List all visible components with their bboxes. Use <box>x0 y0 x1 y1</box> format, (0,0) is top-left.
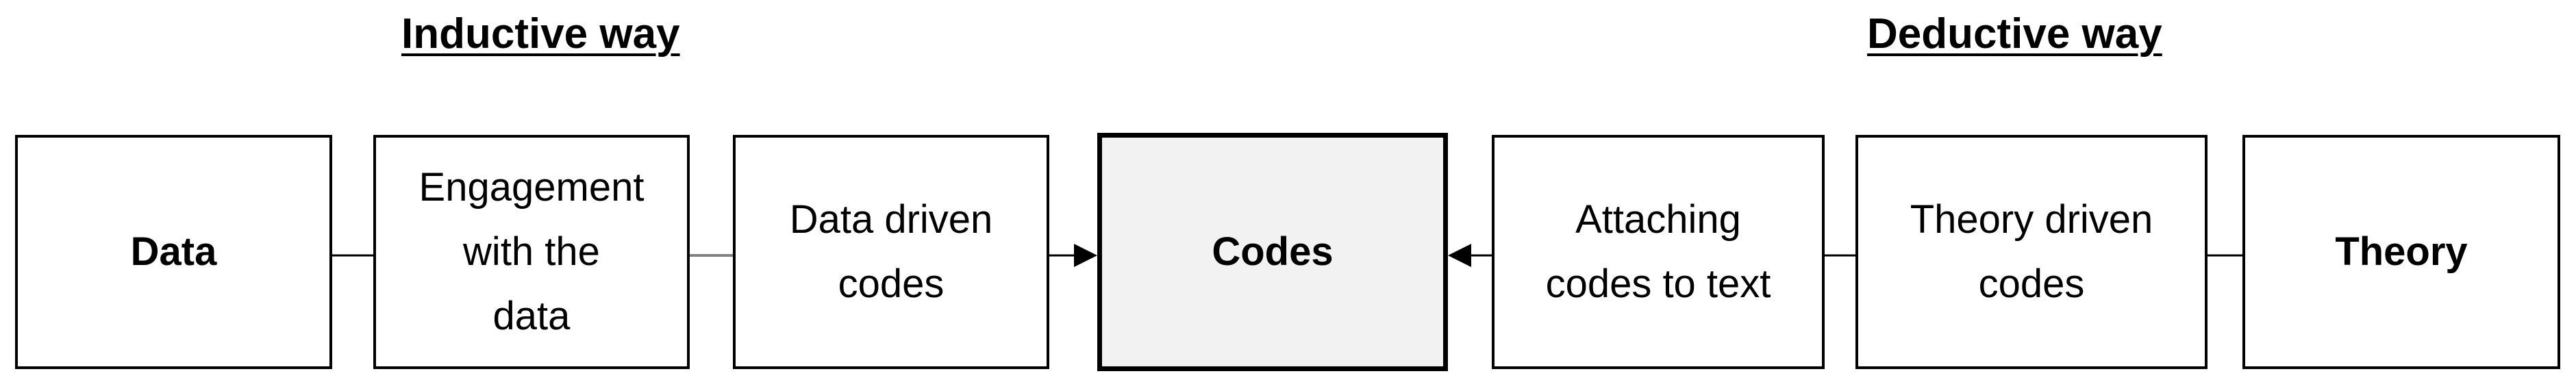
box-data-driven-codes: Data driven codes <box>733 135 1049 369</box>
box-engagement: Engagement with the data <box>373 135 690 369</box>
box-engagement-label: Engagement with the data <box>418 165 645 338</box>
box-theory-driven-codes: Theory driven codes <box>1855 135 2208 369</box>
deductive-way-heading: Deductive way <box>1867 10 2162 58</box>
box-attaching-codes: Attaching codes to text <box>1492 135 1825 369</box>
box-data-driven-codes-label: Data driven codes <box>789 197 993 306</box>
box-theory-label: Theory <box>2335 229 2468 274</box>
box-attaching-codes-label: Attaching codes to text <box>1545 197 1771 306</box>
box-theory-driven-codes-label: Theory driven codes <box>1910 197 2153 306</box>
box-theory: Theory <box>2242 135 2560 369</box>
box-codes-label: Codes <box>1212 229 1334 274</box>
box-data: Data <box>15 135 332 369</box>
inductive-way-heading: Inductive way <box>401 10 680 58</box>
box-codes: Codes <box>1097 133 1448 371</box>
arrowhead-left-icon <box>1448 244 1471 267</box>
box-data-label: Data <box>130 229 217 274</box>
arrowhead-right-icon <box>1074 244 1097 267</box>
